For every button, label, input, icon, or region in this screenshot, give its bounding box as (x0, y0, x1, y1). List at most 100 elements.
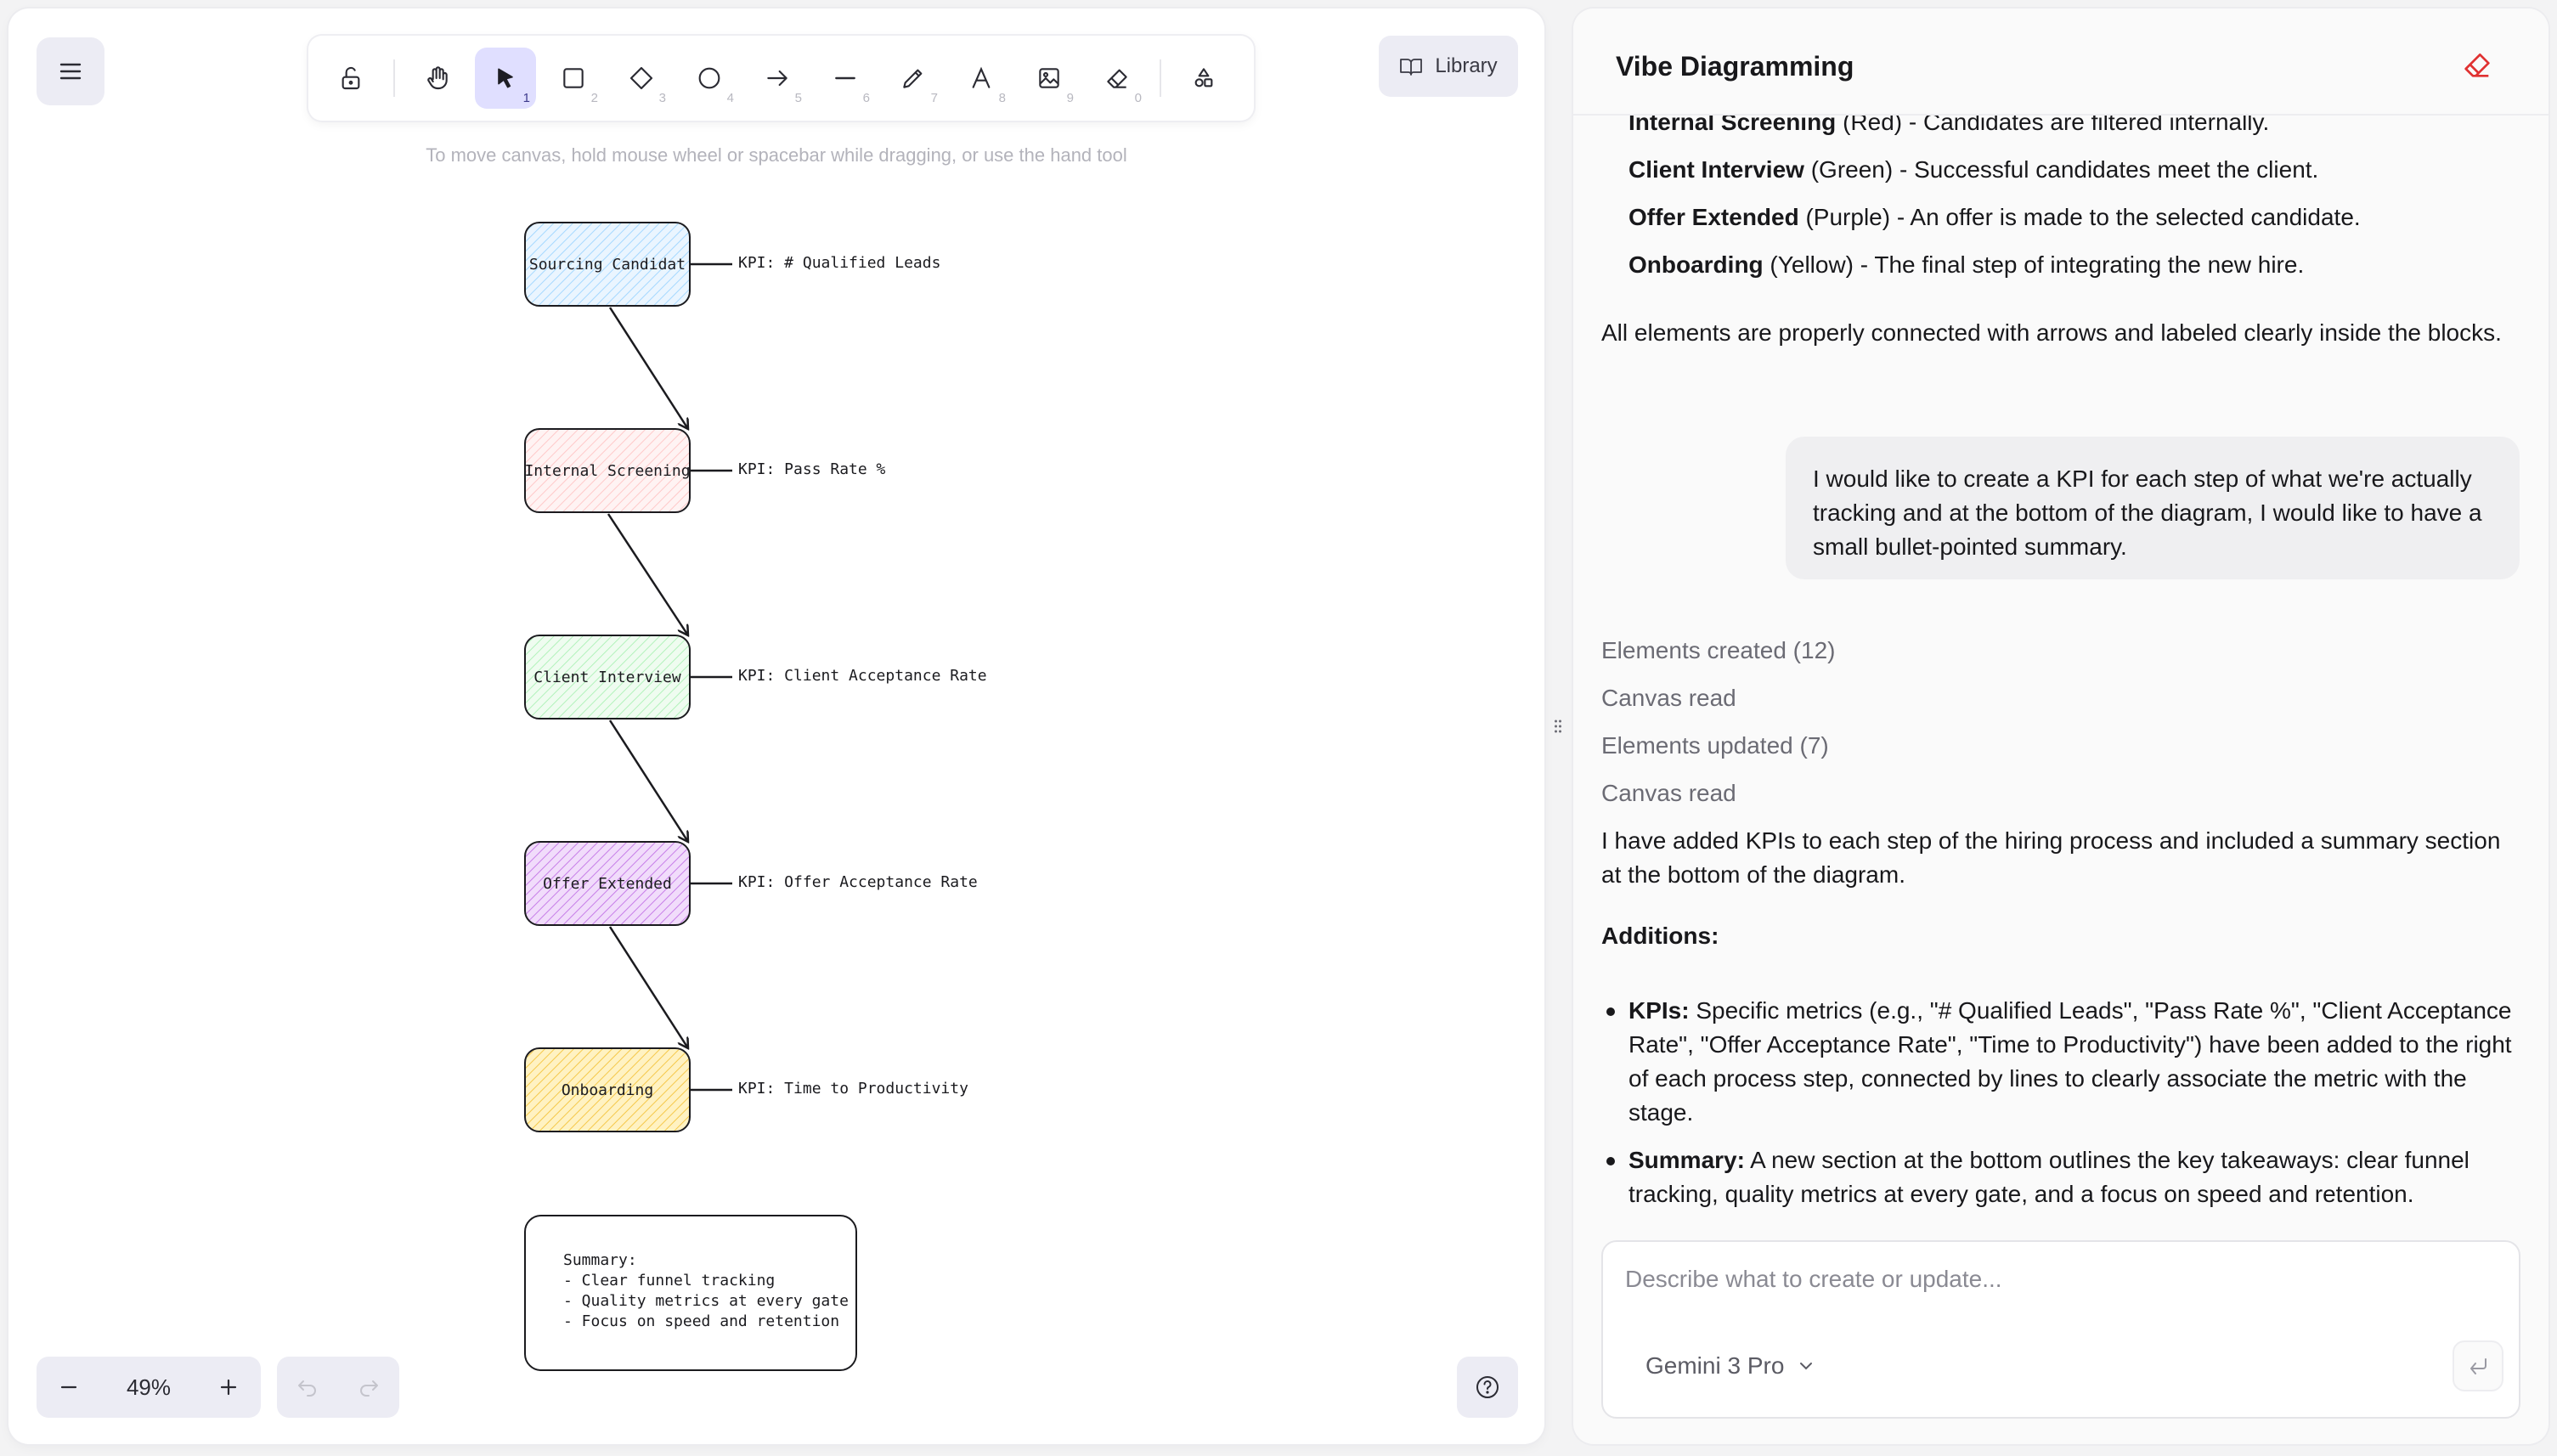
flow-arrow (608, 307, 688, 429)
zoom-controls: 49% (37, 1357, 261, 1418)
clear-chat-button[interactable] (2460, 48, 2494, 82)
hand-icon (427, 66, 448, 90)
assistant-message: All elements are properly connected with… (1601, 319, 2502, 346)
prompt-input[interactable] (1625, 1266, 2475, 1293)
minus-icon (60, 1385, 77, 1389)
zoom-level[interactable]: 49% (126, 1374, 172, 1400)
tool-rectangle[interactable]: 2 (543, 48, 604, 109)
tool-key: 8 (998, 91, 1006, 105)
chevron-down-icon (1800, 1363, 1813, 1370)
tool-hand[interactable] (407, 48, 468, 109)
legend-text: (Yellow) - The final step of integrating… (1763, 251, 2305, 278)
main-menu-button[interactable] (37, 37, 104, 105)
history-controls (277, 1357, 399, 1418)
line-icon (835, 76, 855, 80)
flow-arrow (608, 720, 688, 842)
node-sourcing-candidates[interactable]: Sourcing Candidat (524, 222, 691, 307)
tool-text[interactable]: 8 (951, 48, 1012, 109)
flow-arrow (608, 926, 688, 1048)
legend-term: Client Interview (1628, 156, 1804, 183)
send-button[interactable] (2453, 1340, 2503, 1391)
diamond-icon (629, 66, 653, 90)
text-icon (972, 66, 991, 88)
zoom-out-button[interactable] (45, 1363, 93, 1411)
summary-line: Summary: (563, 1251, 637, 1269)
book-icon (1400, 59, 1423, 76)
tool-arrow[interactable]: 5 (747, 48, 808, 109)
legend-text: (Green) - Successful candidates meet the… (1803, 156, 2319, 183)
bullet-term: Summary: (1628, 1147, 1745, 1173)
tool-call-status[interactable]: Canvas read (1601, 780, 1736, 806)
chat-title: Vibe Diagramming (1616, 51, 1854, 82)
plus-icon (220, 1379, 237, 1396)
eraser-icon (1107, 69, 1127, 88)
user-message: I would like to create a KPI for each st… (1786, 437, 2520, 579)
legend-term: Onboarding (1628, 251, 1764, 278)
kpi-label[interactable]: KPI: Client Acceptance Rate (738, 667, 987, 685)
tool-line[interactable]: 6 (815, 48, 876, 109)
chat-messages[interactable]: Internal Screening (Red) - Candidates ar… (1573, 8, 2549, 1444)
tool-key: 7 (930, 91, 938, 105)
tool-key: 6 (862, 91, 870, 105)
lock-icon (341, 66, 360, 90)
legend-item: Onboarding (Yellow) - The final step of … (1628, 248, 2304, 282)
undo-icon[interactable] (296, 1377, 319, 1397)
panel-resize-handle[interactable] (1551, 714, 1565, 739)
eraser-icon (2464, 53, 2490, 77)
model-select[interactable]: Gemini 3 Pro (1645, 1340, 1815, 1391)
selection-icon (498, 68, 513, 88)
tool-lock[interactable] (320, 48, 381, 109)
tool-selection[interactable]: 1 (475, 48, 536, 109)
assistant-response: I have added KPIs to each step of the hi… (1601, 827, 2501, 888)
canvas-panel[interactable]: 1 2 3 4 5 6 7 (8, 8, 1544, 1444)
redo-icon[interactable] (357, 1377, 381, 1397)
library-label: Library (1435, 54, 1498, 77)
bullet-term: KPIs: (1628, 997, 1690, 1024)
arrow-icon (767, 70, 787, 87)
tool-call-status[interactable]: Elements created (12) (1601, 637, 1836, 663)
tool-diamond[interactable]: 3 (611, 48, 672, 109)
summary-line: - Clear funnel tracking (563, 1272, 776, 1290)
toolbar-separator (393, 59, 395, 97)
toolbar: 1 2 3 4 5 6 7 (308, 36, 1254, 121)
ellipse-icon (698, 67, 720, 89)
tool-key: 1 (522, 91, 530, 105)
zoom-in-button[interactable] (205, 1363, 252, 1411)
summary-box[interactable]: Summary: - Clear funnel tracking - Quali… (524, 1215, 857, 1371)
kpi-label[interactable]: KPI: # Qualified Leads (738, 254, 941, 272)
flow-arrow (607, 513, 688, 635)
legend-text: (Purple) - An offer is made to the selec… (1798, 204, 2361, 230)
legend-item: Client Interview (Green) - Successful ca… (1628, 153, 2318, 187)
node-client-interview[interactable]: Client Interview (524, 635, 691, 720)
tool-key: 9 (1066, 91, 1074, 105)
canvas-hint: To move canvas, hold mouse wheel or spac… (426, 144, 1127, 166)
toolbar-separator (1160, 59, 1161, 97)
tool-ellipse[interactable]: 4 (679, 48, 740, 109)
tool-key: 0 (1134, 91, 1142, 105)
node-internal-screening[interactable]: Internal Screening (524, 428, 691, 513)
tool-call-status[interactable]: Canvas read (1601, 685, 1736, 711)
help-button[interactable] (1457, 1357, 1518, 1418)
rectangle-icon (563, 68, 584, 88)
kpi-label[interactable]: KPI: Offer Acceptance Rate (738, 873, 978, 891)
tool-more-shapes[interactable] (1173, 48, 1234, 109)
tool-call-status[interactable]: Elements updated (7) (1601, 732, 1829, 759)
kpi-label[interactable]: KPI: Pass Rate % (738, 460, 886, 478)
node-offer-extended[interactable]: Offer Extended (524, 841, 691, 926)
chat-header: Vibe Diagramming (1573, 8, 2549, 116)
bullet-text: Specific metrics (e.g., "# Qualified Lea… (1628, 997, 2512, 1126)
tool-key: 4 (726, 91, 734, 105)
summary-line: - Quality metrics at every gate (563, 1292, 849, 1310)
summary-line: - Focus on speed and retention (563, 1312, 840, 1330)
tool-image[interactable]: 9 (1019, 48, 1080, 109)
chat-panel: Internal Screening (Red) - Candidates ar… (1573, 8, 2549, 1444)
model-label: Gemini 3 Pro (1645, 1352, 1785, 1379)
tool-pencil[interactable]: 7 (883, 48, 944, 109)
node-onboarding[interactable]: Onboarding (524, 1047, 691, 1132)
library-button[interactable]: Library (1379, 36, 1518, 97)
kpi-label[interactable]: KPI: Time to Productivity (738, 1080, 968, 1098)
tool-key: 5 (794, 91, 802, 105)
grip-icon (1555, 720, 1561, 733)
tool-eraser[interactable]: 0 (1087, 48, 1148, 109)
legend-item: Offer Extended (Purple) - An offer is ma… (1628, 200, 2361, 234)
